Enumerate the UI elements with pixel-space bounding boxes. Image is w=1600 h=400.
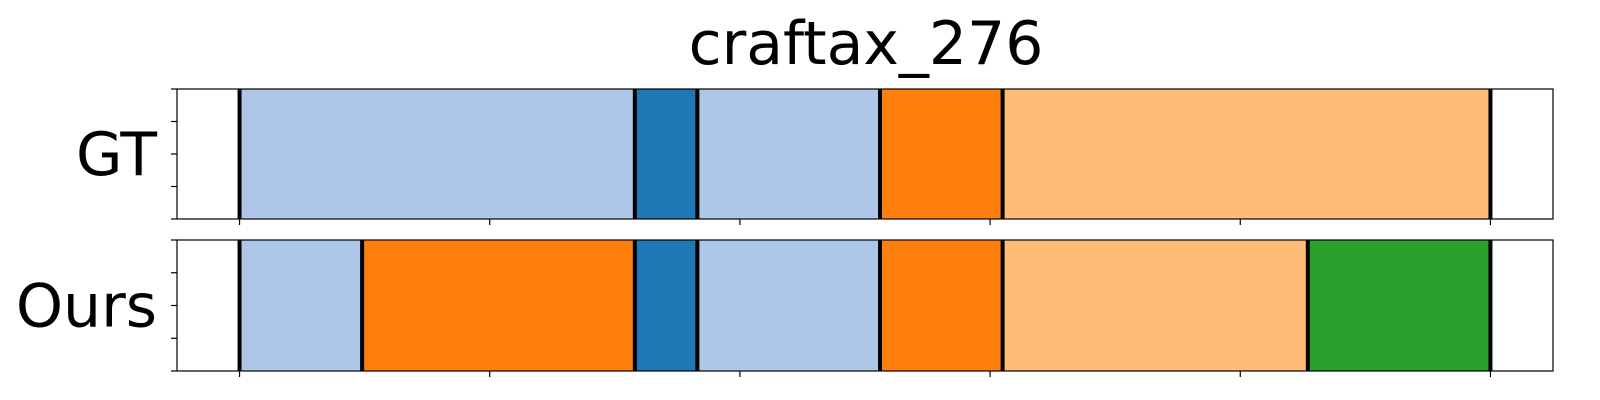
row-label: GT (76, 120, 157, 190)
chart-title: craftax_276 (689, 9, 1044, 79)
chart-rows: GT Ours (16, 88, 1554, 377)
segment-gt-2 (697, 89, 881, 219)
segment-gt-4 (1002, 89, 1491, 219)
segment-ours-0 (239, 240, 363, 371)
segment-ours-1 (362, 240, 635, 371)
segment-ours-5 (1002, 240, 1308, 371)
segment-gt-1 (634, 89, 698, 219)
segment-ours-2 (634, 240, 698, 371)
segment-gt-3 (880, 89, 1003, 219)
segment-ours-4 (880, 240, 1003, 371)
row-gt: GT (76, 88, 1554, 225)
segment-gt-0 (239, 89, 635, 219)
row-ours: Ours (16, 239, 1554, 377)
row-label: Ours (16, 272, 157, 342)
segment-ours-6 (1307, 240, 1491, 371)
segment-ours-3 (697, 240, 881, 371)
